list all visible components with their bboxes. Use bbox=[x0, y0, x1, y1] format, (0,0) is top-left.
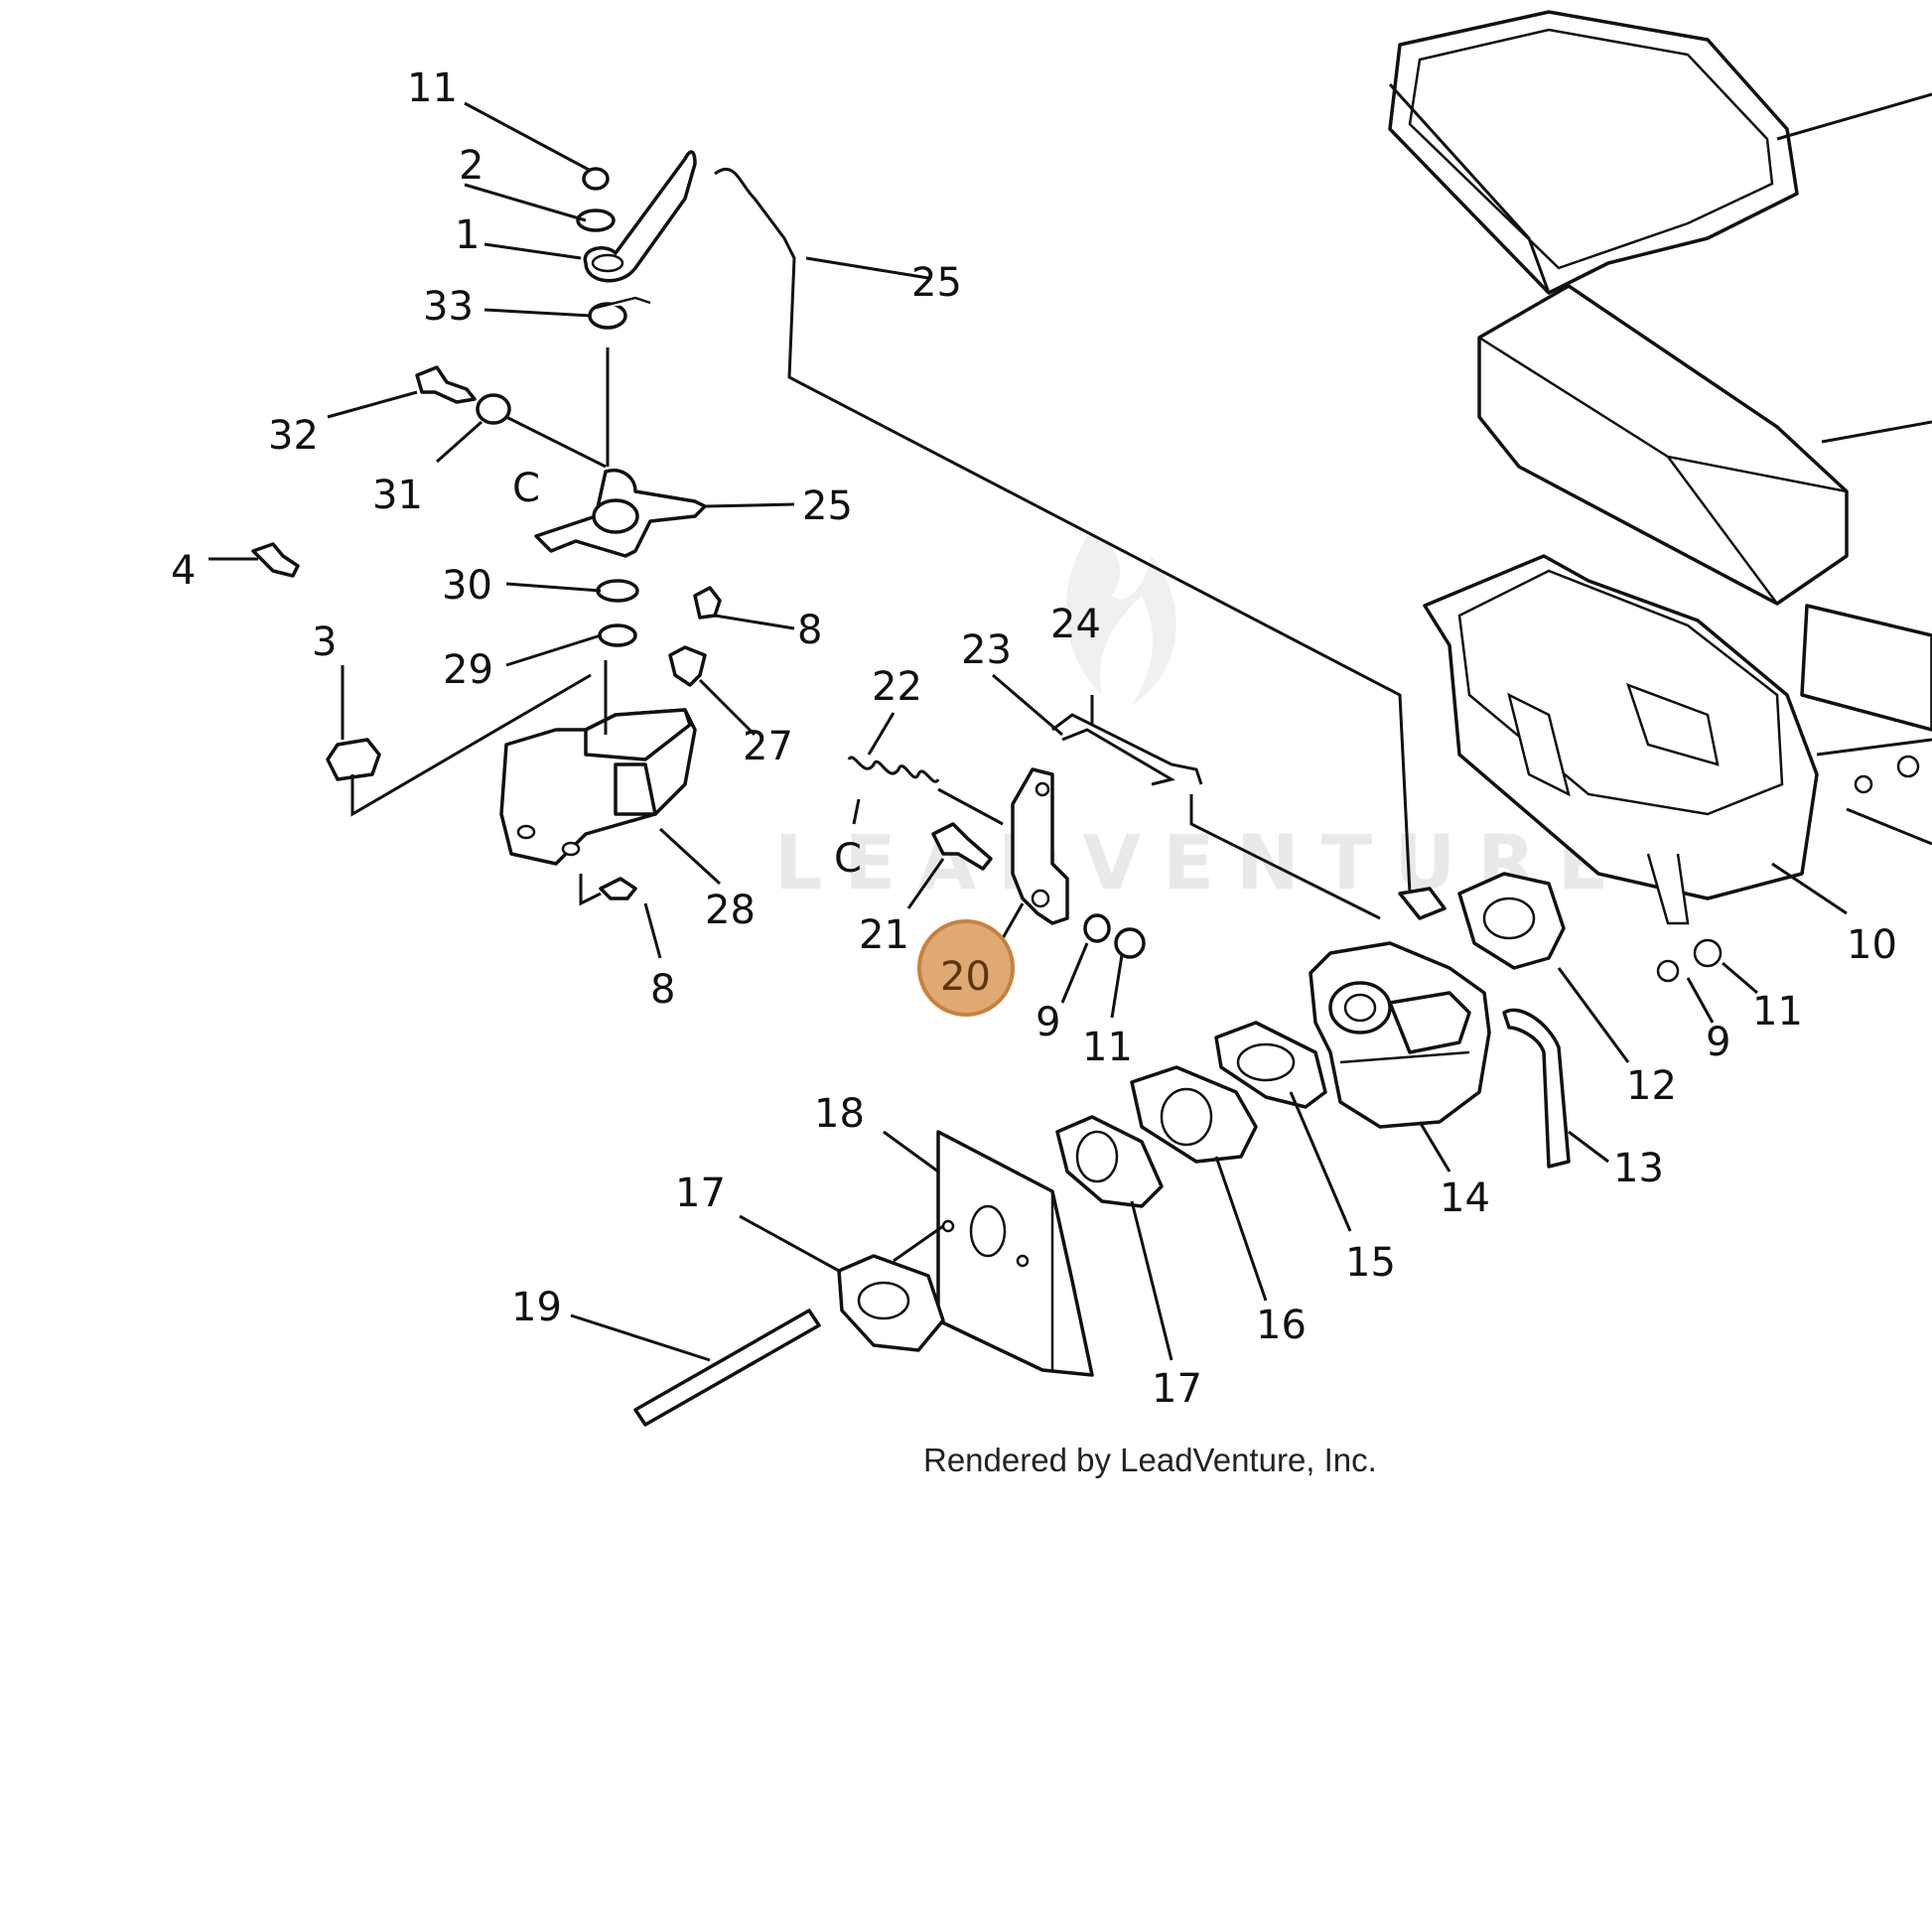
governor-spring-wire bbox=[714, 167, 1412, 895]
part-label-8[interactable]: 8 bbox=[797, 608, 822, 653]
pre-filter bbox=[1800, 604, 1932, 732]
part-label-20[interactable]: 20 bbox=[940, 954, 991, 1000]
part-label-16[interactable]: 16 bbox=[1256, 1303, 1307, 1348]
link-23-24 bbox=[1051, 713, 1381, 920]
air-cleaner-base bbox=[1423, 554, 1932, 925]
part-label-13[interactable]: 13 bbox=[1613, 1146, 1664, 1191]
bracket-28 bbox=[499, 660, 697, 866]
choke-lever-20 bbox=[1011, 767, 1069, 925]
tube-13 bbox=[1502, 1008, 1571, 1169]
air-cleaner-cover bbox=[1388, 10, 1932, 295]
callout-letter-c: C bbox=[512, 466, 540, 511]
part-label-14[interactable]: 14 bbox=[1440, 1175, 1490, 1221]
stud-19 bbox=[633, 1309, 821, 1427]
part-label-18[interactable]: 18 bbox=[814, 1091, 865, 1137]
part-label-25[interactable]: 25 bbox=[911, 260, 962, 306]
part-label-11[interactable]: 11 bbox=[1752, 989, 1803, 1035]
screw-8 bbox=[579, 586, 722, 906]
part-label-28[interactable]: 28 bbox=[705, 888, 756, 933]
part-label-23[interactable]: 23 bbox=[961, 627, 1012, 673]
part-label-33[interactable]: 33 bbox=[423, 284, 474, 330]
part-labels: 11 2 1 33 32 31 C 25 25 4 30 3 29 8 27 2… bbox=[171, 66, 1897, 1412]
highlighted-part-20-hotspot[interactable]: 20 bbox=[917, 919, 1015, 1017]
plate-27 bbox=[668, 645, 707, 687]
part-label-22[interactable]: 22 bbox=[872, 664, 922, 710]
part-label-11[interactable]: 11 bbox=[1082, 1025, 1133, 1070]
screw-21 bbox=[931, 822, 993, 871]
part-label-9[interactable]: 9 bbox=[1706, 1020, 1730, 1065]
gasket-17-left bbox=[837, 1254, 945, 1352]
spacer-16 bbox=[1130, 1065, 1258, 1164]
part-label-19[interactable]: 19 bbox=[511, 1285, 562, 1330]
part-label-15[interactable]: 15 bbox=[1345, 1240, 1396, 1286]
bolt-32 bbox=[415, 365, 511, 425]
part-label-17[interactable]: 17 bbox=[1152, 1366, 1202, 1412]
spring-22 bbox=[847, 756, 1004, 826]
part-label-17[interactable]: 17 bbox=[675, 1171, 726, 1216]
part-label-27[interactable]: 27 bbox=[743, 724, 793, 769]
diagram-caption: Rendered by LeadVenture, Inc. bbox=[923, 1442, 1377, 1478]
heat-shield-18 bbox=[936, 1130, 1094, 1377]
governor-shaft bbox=[534, 296, 707, 647]
air-filter-element bbox=[1477, 284, 1932, 606]
part-label-29[interactable]: 29 bbox=[443, 647, 493, 693]
part-label-1[interactable]: 1 bbox=[455, 212, 480, 258]
gasket-15 bbox=[1214, 1021, 1327, 1109]
carburetor-14 bbox=[1309, 887, 1491, 1129]
part-label-10[interactable]: 10 bbox=[1847, 922, 1897, 968]
part-label-8[interactable]: 8 bbox=[650, 967, 675, 1013]
throttle-lever bbox=[576, 150, 697, 283]
part-label-32[interactable]: 32 bbox=[268, 413, 319, 459]
screw-4 bbox=[251, 542, 300, 578]
part-label-31[interactable]: 31 bbox=[372, 473, 423, 518]
watermark-flame-icon bbox=[1065, 536, 1176, 705]
part-label-11[interactable]: 11 bbox=[407, 66, 458, 111]
gasket-17-right bbox=[1055, 1115, 1164, 1208]
part-label-25[interactable]: 25 bbox=[802, 483, 853, 529]
clip-3 bbox=[326, 673, 592, 817]
part-label-12[interactable]: 12 bbox=[1626, 1063, 1677, 1109]
callout-letter-c: C bbox=[834, 836, 862, 882]
part-label-3[interactable]: 3 bbox=[312, 620, 337, 665]
leader-lines bbox=[208, 101, 1848, 1362]
part-label-4[interactable]: 4 bbox=[171, 548, 196, 594]
part-label-21[interactable]: 21 bbox=[859, 912, 909, 958]
part-label-9[interactable]: 9 bbox=[1035, 1000, 1060, 1045]
gasket-12 bbox=[1457, 872, 1566, 970]
part-label-2[interactable]: 2 bbox=[459, 143, 483, 189]
part-label-24[interactable]: 24 bbox=[1050, 602, 1101, 647]
nut-9-11-center bbox=[1083, 913, 1146, 959]
nuts-washers-right bbox=[1656, 807, 1932, 983]
part-label-30[interactable]: 30 bbox=[442, 563, 492, 609]
